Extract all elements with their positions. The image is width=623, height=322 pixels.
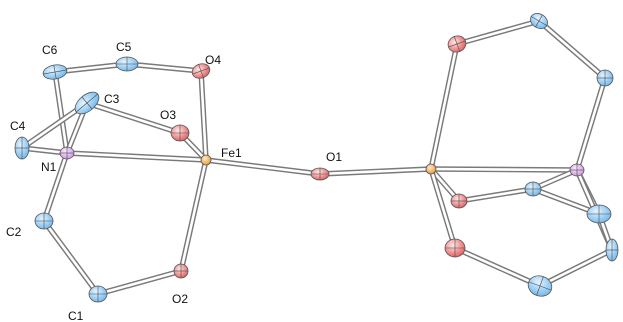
label-o1: O1 [326,150,342,164]
bond-highlight-c1b-c2b [538,248,614,288]
bond-highlight-c6-n1 [53,70,69,155]
bond-highlight-c5-o4 [125,62,203,73]
bond-highlight-c6b-n1b [575,76,607,172]
atom-c1 [88,285,108,303]
atom-axis-minor-c6 [53,65,57,79]
atom-c3 [74,91,100,115]
label-o3: O3 [160,108,176,122]
atom-o2b [444,238,466,258]
label-c4: C4 [10,119,26,133]
atom-o3b [450,193,468,209]
label-c1: C1 [68,309,84,322]
atom-axis-minor-c5b [535,14,543,28]
atom-o1 [310,167,330,181]
atom-c5 [115,56,139,72]
bond-highlight-n1-fe1 [65,151,208,162]
bond-highlight-n1-c2 [42,151,69,223]
atom-o2 [173,263,189,279]
bond-highlight-c1-o2 [96,269,183,296]
bond-highlight-o4-fe1 [199,69,208,162]
bond-highlight-c3-o3 [85,101,182,135]
atom-fe1 [200,154,212,166]
atom-c6b [596,69,614,87]
atom-axis-minor-o4b [453,36,461,52]
label-n1: N1 [41,160,57,174]
atom-o4b [447,35,467,53]
atom-c4 [14,136,30,160]
atom-axis-minor-o4 [198,64,204,78]
bond-highlight-o3b-c3b [457,187,535,203]
bond-highlight-c2-c1 [42,219,100,296]
atom-n1b [569,163,585,177]
bond-highlight-o2b-c1b [453,246,542,288]
atom-fe1b [425,163,437,175]
atom-c2b [605,238,619,262]
atom-labels: C6 C5 O4 C3 O3 C4 Fe1 O1 N1 C2 O2 C1 [6,40,342,322]
atom-c4b [586,204,612,224]
atom-o3 [170,124,190,142]
label-o2: O2 [172,292,188,306]
label-c2: C2 [6,225,22,239]
bond-highlight-n1-c4 [20,146,69,155]
atom-axis-minor-c3 [81,96,93,110]
bond-highlight-fe1-o1 [204,158,322,176]
atom-c2 [34,212,54,230]
atom-c1b [527,275,553,297]
atom-ellipse-fe1b [425,163,437,175]
label-fe1: Fe1 [221,146,242,160]
bond-highlight-c5b-c6b [537,19,607,80]
bond-highlight-o4b-c5b [455,19,541,46]
atom-c6 [42,64,68,80]
atom-c3b [524,181,542,197]
bond-highlight-o2-fe1 [179,158,208,273]
atom-o4 [191,63,211,79]
bond-highlight-fe1b-o4b [429,42,459,171]
atom-axis-minor-c1b [536,276,544,296]
atoms-group [14,13,619,303]
atom-c5b [530,13,548,29]
label-o4: O4 [205,53,221,67]
atom-ellipse-fe1 [200,154,212,166]
bonds-group [19,18,615,297]
label-c6: C6 [42,43,58,57]
bond-highlight-o1-fe1b [318,167,433,176]
label-c3: C3 [104,92,120,106]
bond-highlight-n1b-fe1b [429,167,579,172]
bond-highlight-fe1b-o2b [429,167,457,250]
label-c5: C5 [116,40,132,54]
atom-n1 [59,146,75,160]
